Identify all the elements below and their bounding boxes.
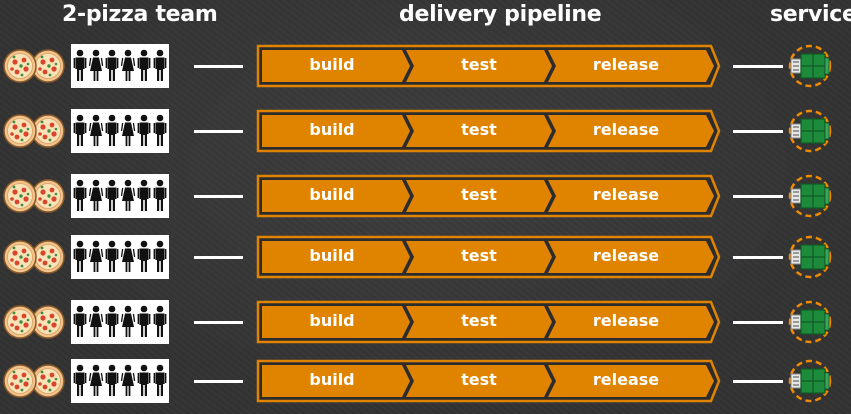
release-stage-label: release xyxy=(592,370,660,389)
test-stage-label: test xyxy=(461,120,497,139)
build-stage-label: build xyxy=(309,370,355,389)
release-stage xyxy=(548,50,714,82)
delivery-pipeline: build test release xyxy=(255,359,721,403)
people-icon xyxy=(71,300,169,344)
build-stage xyxy=(262,50,410,82)
team-connector-line xyxy=(194,130,243,133)
release-stage xyxy=(548,115,714,147)
people-icon xyxy=(71,235,169,279)
people-icon xyxy=(71,359,169,403)
release-stage-label: release xyxy=(592,120,660,139)
delivery-pipeline: build test release xyxy=(255,300,721,344)
test-stage-label: test xyxy=(461,246,497,265)
pizza-icon xyxy=(3,364,65,398)
service-icon xyxy=(788,300,832,344)
build-stage-label: build xyxy=(309,246,355,265)
delivery-pipeline: build test release xyxy=(255,44,721,88)
release-stage xyxy=(548,306,714,338)
people-icon xyxy=(71,174,169,218)
release-stage-label: release xyxy=(592,185,660,204)
build-stage-label: build xyxy=(309,311,355,330)
people-icon xyxy=(71,44,169,88)
service-connector-line xyxy=(733,321,783,324)
service-connector-line xyxy=(733,256,783,259)
pizza-icon xyxy=(3,240,65,274)
service-icon xyxy=(788,174,832,218)
release-stage-label: release xyxy=(592,55,660,74)
test-stage xyxy=(406,241,552,273)
release-stage xyxy=(548,365,714,397)
build-stage xyxy=(262,241,410,273)
service-connector-line xyxy=(733,195,783,198)
release-stage-label: release xyxy=(592,246,660,265)
build-stage xyxy=(262,180,410,212)
service-icon xyxy=(788,109,832,153)
delivery-pipeline: build test release xyxy=(255,109,721,153)
delivery-pipeline: build test release xyxy=(255,235,721,279)
team-connector-line xyxy=(194,195,243,198)
pizza-icon xyxy=(3,114,65,148)
pizza-icon xyxy=(3,49,65,83)
pizza-icon xyxy=(3,179,65,213)
test-stage-label: test xyxy=(461,311,497,330)
release-stage-label: release xyxy=(592,311,660,330)
team-row: build test release xyxy=(0,357,851,405)
test-stage xyxy=(406,115,552,147)
team-row: build test release xyxy=(0,42,851,90)
test-stage xyxy=(406,50,552,82)
build-stage-label: build xyxy=(309,55,355,74)
test-stage xyxy=(406,365,552,397)
test-stage-label: test xyxy=(461,370,497,389)
service-header: service xyxy=(770,2,851,27)
test-stage-label: test xyxy=(461,185,497,204)
release-stage xyxy=(548,180,714,212)
team-connector-line xyxy=(194,256,243,259)
service-icon xyxy=(788,359,832,403)
release-stage xyxy=(548,241,714,273)
service-icon xyxy=(788,235,832,279)
team-connector-line xyxy=(194,380,243,383)
build-stage xyxy=(262,306,410,338)
build-stage xyxy=(262,365,410,397)
pizza-icon xyxy=(3,305,65,339)
build-stage xyxy=(262,115,410,147)
build-stage-label: build xyxy=(309,120,355,139)
team-connector-line xyxy=(194,65,243,68)
team-row: build test release xyxy=(0,172,851,220)
people-icon xyxy=(71,109,169,153)
service-connector-line xyxy=(733,380,783,383)
team-row: build test release xyxy=(0,298,851,346)
team-row: build test release xyxy=(0,107,851,155)
service-connector-line xyxy=(733,130,783,133)
pipeline-header: delivery pipeline xyxy=(399,2,602,27)
service-connector-line xyxy=(733,65,783,68)
team-connector-line xyxy=(194,321,243,324)
build-stage-label: build xyxy=(309,185,355,204)
team-header: 2-pizza team xyxy=(62,2,218,27)
service-icon xyxy=(788,44,832,88)
test-stage xyxy=(406,306,552,338)
test-stage-label: test xyxy=(461,55,497,74)
team-row: build test release xyxy=(0,233,851,281)
delivery-pipeline: build test release xyxy=(255,174,721,218)
test-stage xyxy=(406,180,552,212)
